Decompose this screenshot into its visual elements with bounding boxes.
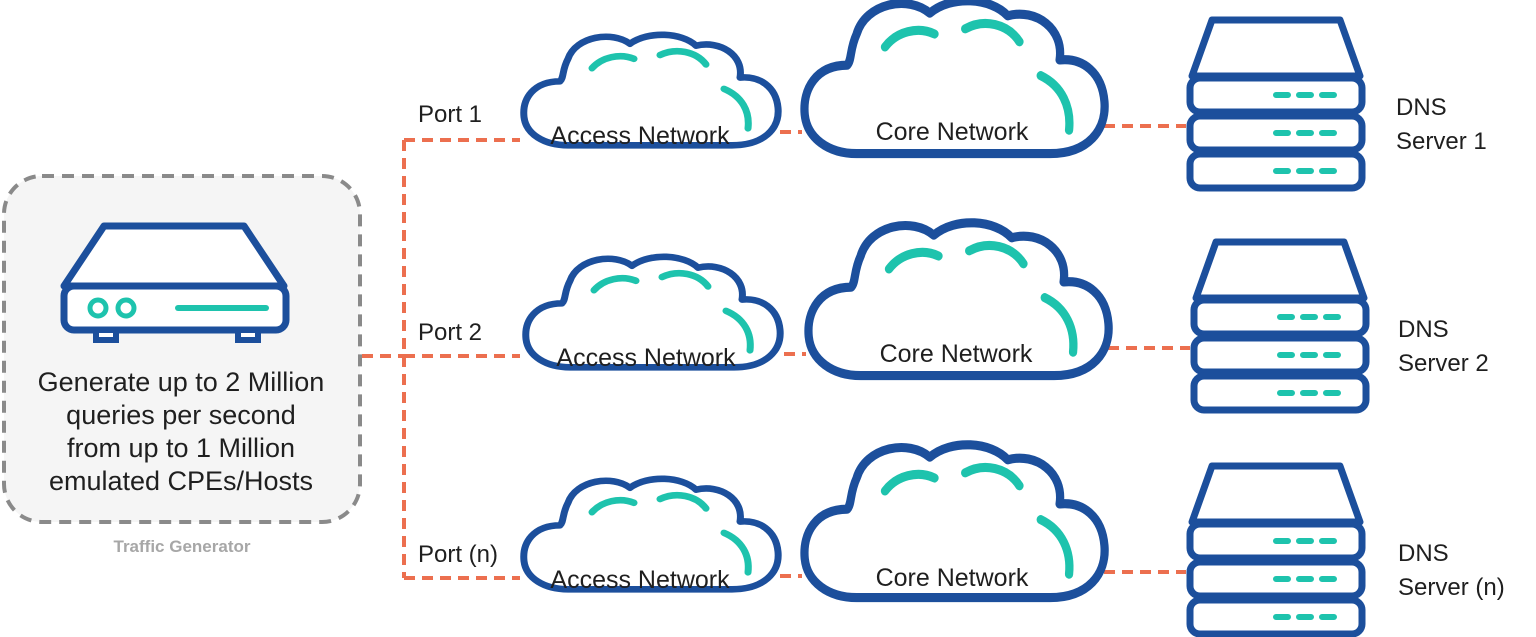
access-network-label-n: Access Network — [550, 566, 730, 594]
dns-server-label-n-line-2: Server (n) — [1398, 574, 1505, 601]
core-network-label-n: Core Network — [875, 564, 1029, 592]
generator-line-3: from up to 1 Million — [66, 433, 296, 463]
generator-description: Generate up to 2 Million queries per sec… — [8, 366, 354, 498]
traffic-generator-caption: Traffic Generator — [113, 537, 251, 556]
dns-server-label-n: DNS Server (n) — [1398, 537, 1505, 605]
generator-line-1: Generate up to 2 Million — [37, 367, 325, 397]
core-network-label-1: Core Network — [875, 118, 1029, 146]
access-network-label-1: Access Network — [550, 122, 730, 150]
access-network-label-2: Access Network — [556, 344, 736, 372]
traffic-generator-device-icon — [60, 222, 290, 343]
dns-server-label-1-line-1: DNS — [1396, 94, 1447, 121]
port-label-2: Port 2 — [418, 319, 483, 346]
dns-server-icon-2 — [1194, 242, 1366, 410]
link-lines — [362, 124, 1190, 580]
dns-server-label-2-line-1: DNS — [1398, 316, 1449, 343]
port-label-n: Port (n) — [418, 541, 499, 568]
core-network-label-2: Core Network — [879, 340, 1033, 368]
port-label-1: Port 1 — [418, 101, 483, 128]
dns-server-label-n-line-1: DNS — [1398, 540, 1449, 567]
dns-server-label-2-line-2: Server 2 — [1398, 350, 1489, 377]
dns-server-label-1: DNS Server 1 — [1396, 91, 1487, 159]
dns-server-label-1-line-2: Server 1 — [1396, 128, 1487, 155]
generator-line-2: queries per second — [66, 400, 296, 430]
dns-server-icon-1 — [1190, 20, 1362, 188]
generator-line-4: emulated CPEs/Hosts — [48, 466, 314, 496]
dns-server-icon-n — [1190, 466, 1362, 634]
dns-server-label-2: DNS Server 2 — [1398, 313, 1489, 381]
